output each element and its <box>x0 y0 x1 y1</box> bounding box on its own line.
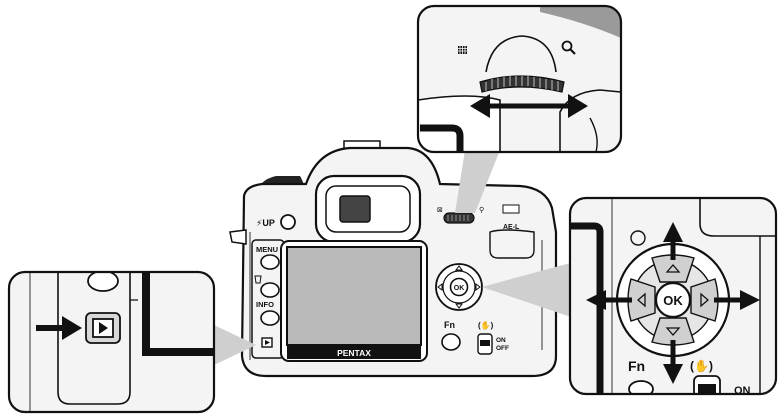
ok-button[interactable] <box>654 281 692 319</box>
dpad-down-key[interactable] <box>651 317 695 346</box>
magnifier-icon <box>561 40 576 55</box>
zoom-dial-callout <box>416 4 623 154</box>
ael-label: AE-L <box>503 224 520 231</box>
body-ok-button[interactable] <box>449 277 469 297</box>
on-label-callout: ON <box>734 385 751 397</box>
body-zoom-icon: ⚲ <box>479 207 484 214</box>
body-zoom-dial[interactable] <box>443 212 475 224</box>
flash-up-button[interactable] <box>280 214 296 230</box>
lcd-screen <box>286 246 422 346</box>
svg-text:(✋): (✋) <box>690 359 713 373</box>
arrow-up-icon <box>663 222 683 242</box>
delete-button[interactable] <box>260 282 280 298</box>
body-sr-icon: (✋) <box>478 320 494 330</box>
lcd-brand-strip <box>287 345 421 359</box>
thumbnail-grid-icon <box>458 46 467 54</box>
arrow-right-icon <box>740 290 760 310</box>
menu-label: MENU <box>256 245 278 254</box>
shake-reduction-icon: (✋) <box>690 359 713 373</box>
body-fn-label: Fn <box>444 320 455 330</box>
camera-body: ⚡UP MENU INFO PENTAX ⊠ ⚲ AE-L OK Fn <box>229 140 558 378</box>
fn-label: Fn <box>628 358 645 374</box>
dpad-right-key[interactable] <box>690 278 719 322</box>
direction-arrows <box>586 222 760 384</box>
brand-label: PENTAX <box>337 348 371 358</box>
menu-button[interactable] <box>260 254 280 270</box>
dpad-left-key[interactable] <box>627 278 656 322</box>
play-callout-wedge <box>214 325 256 365</box>
body-ok-label: OK <box>454 285 465 292</box>
on-label: ON <box>496 337 506 344</box>
info-button[interactable] <box>260 310 280 326</box>
viewfinder-window <box>339 195 371 223</box>
dpad-up-key[interactable] <box>651 254 695 283</box>
arrow-right-icon-play <box>62 316 82 340</box>
off-label: OFF <box>496 345 509 352</box>
arrow-left-icon <box>586 290 606 310</box>
dpad-callout: OK Fn (✋) ON <box>568 196 778 397</box>
body-fn-button[interactable] <box>441 333 461 351</box>
info-label: INFO <box>256 300 274 309</box>
body-thumb-icon: ⊠ <box>437 207 443 214</box>
playback-callout <box>7 270 216 414</box>
dpad-callout-wedge <box>482 262 574 318</box>
ok-label: OK <box>663 293 683 308</box>
flash-up-label: ⚡UP <box>256 218 275 228</box>
delete-icon <box>254 275 262 284</box>
arrow-down-icon <box>663 364 683 384</box>
zoom-callout-wedge <box>455 150 500 213</box>
